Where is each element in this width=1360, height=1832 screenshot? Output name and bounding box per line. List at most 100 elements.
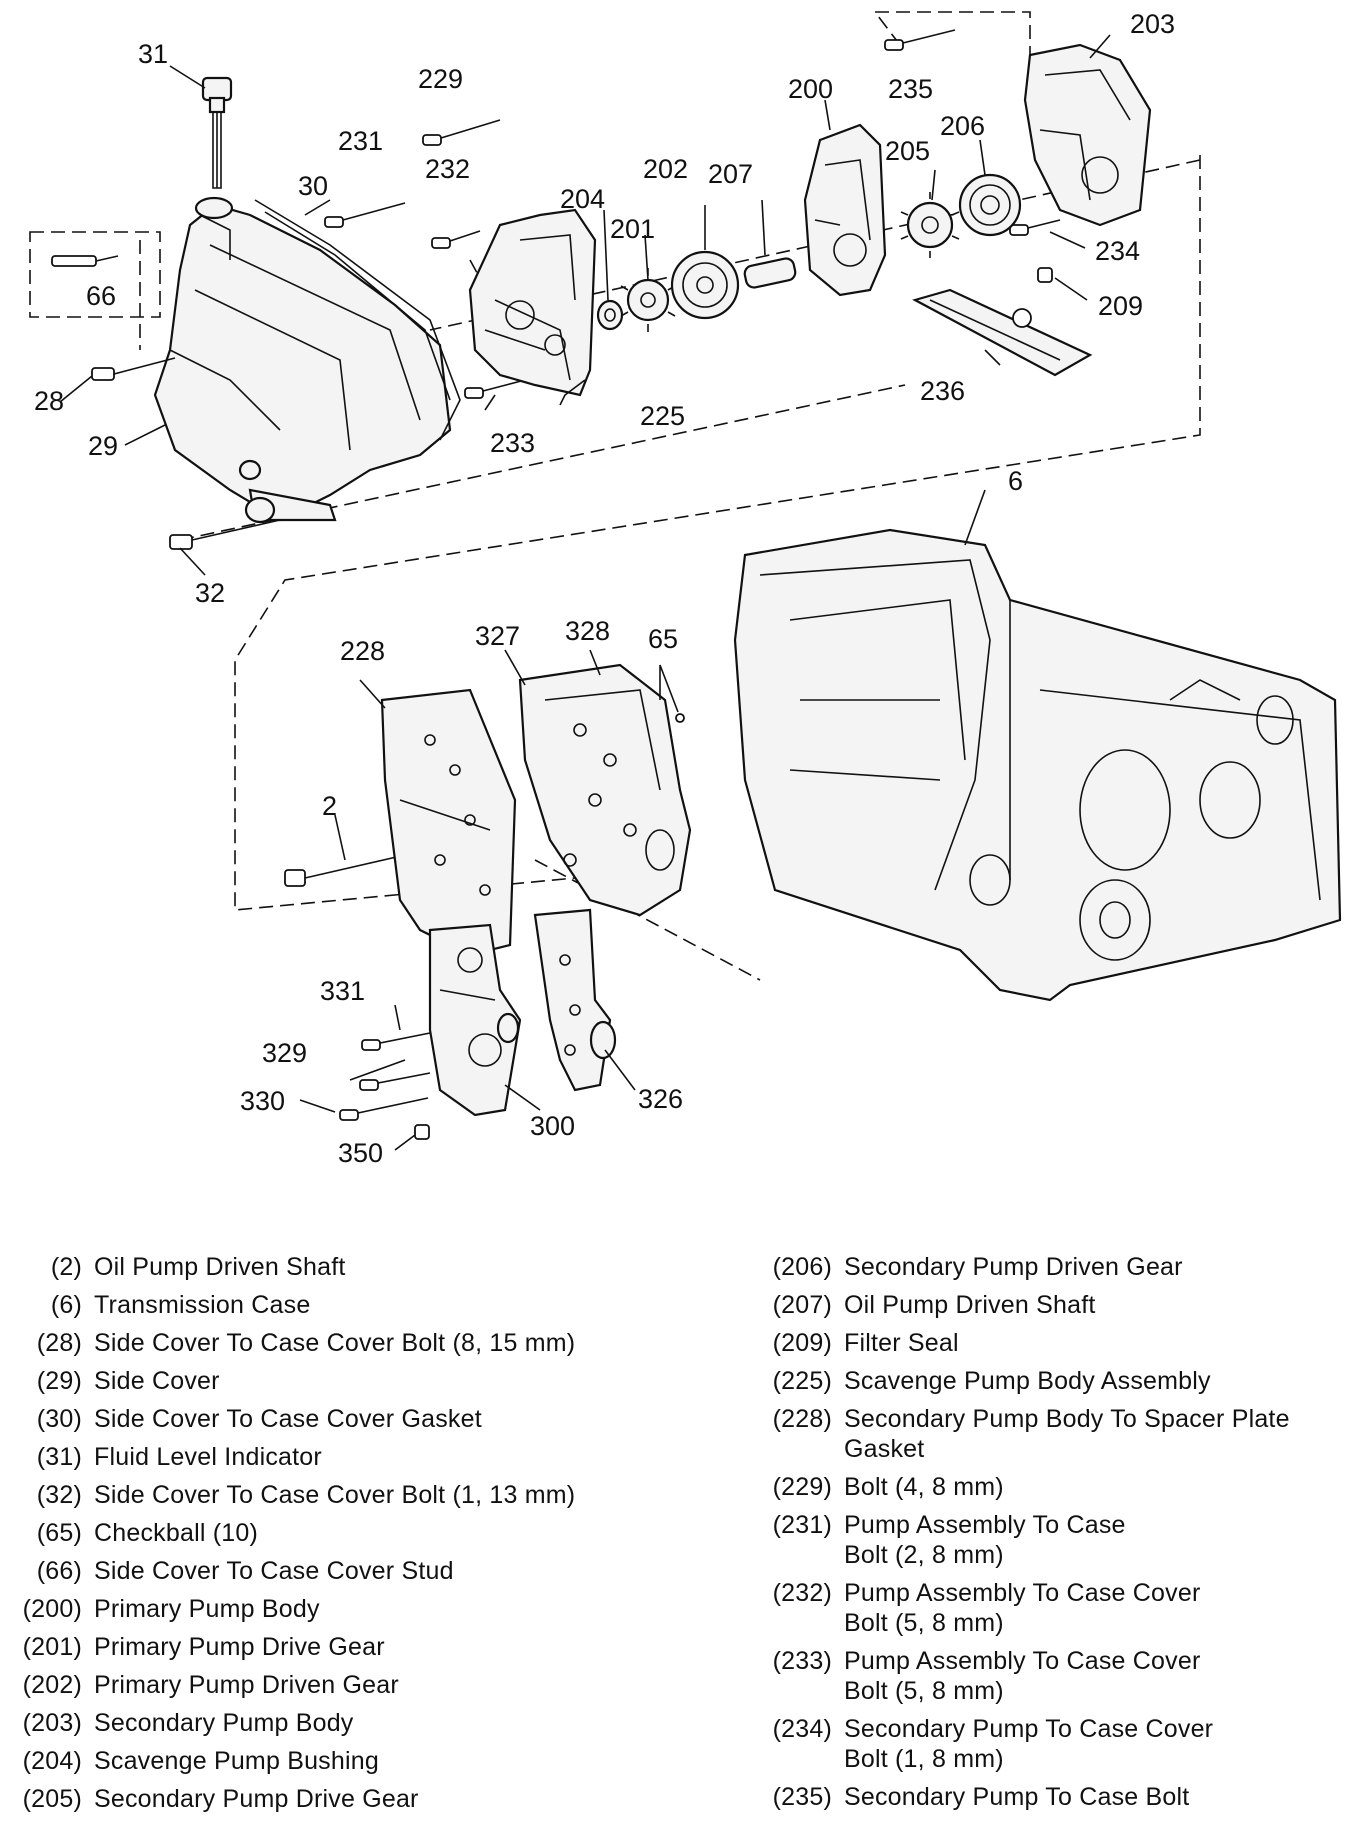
callout-235: 235 <box>888 74 933 104</box>
legend-item-description: Primary Pump Drive Gear <box>94 1633 385 1661</box>
legend-item-description: Filter Seal <box>844 1329 959 1357</box>
legend-item-code: (232) <box>772 1579 832 1607</box>
legend-item: (66)Side Cover To Case Cover Stud <box>0 1556 740 1586</box>
legend-item-description: Side Cover To Case Cover Stud <box>94 1557 454 1585</box>
bolts <box>91 29 1061 1140</box>
legend-item: (28) Side Cover To Case Cover Bolt (8, 15… <box>0 1328 740 1358</box>
scavenge-pump-bushing <box>596 299 624 331</box>
legend-item-code: (30) <box>36 1405 82 1433</box>
callout-28: 28 <box>34 386 64 416</box>
legend-item-code: (2) <box>50 1253 82 1281</box>
callout-204: 204 <box>560 184 605 214</box>
callout-29: 29 <box>88 431 118 461</box>
callout-207: 207 <box>708 159 753 189</box>
side-cover <box>153 196 452 524</box>
legend-item-code: (228) <box>772 1405 832 1433</box>
scavenge-pump-body <box>468 208 597 397</box>
side-cover-gasket <box>254 199 461 441</box>
legend-right-column: (206)Secondary Pump Driven Gear (207)Oil … <box>742 1252 1354 1820</box>
legend-item: (2) Oil Pump Driven Shaft <box>0 1252 740 1282</box>
primary-driven-gear <box>670 250 740 320</box>
callout-6: 6 <box>1008 466 1023 496</box>
legend-item: (228) Secondary Pump Body To Spacer Plate… <box>742 1404 1354 1464</box>
callout-350: 350 <box>338 1138 383 1168</box>
callout-65: 65 <box>648 624 678 654</box>
callout-206: 206 <box>940 111 985 141</box>
legend-item-code: (6) <box>50 1291 82 1319</box>
stud-box <box>29 231 161 318</box>
callout-201: 201 <box>610 214 655 244</box>
legend-item: (206)Secondary Pump Driven Gear <box>742 1252 1354 1282</box>
legend-item-code: (203) <box>22 1709 82 1737</box>
legend-left-column: (2) Oil Pump Driven Shaft (6) Transmission … <box>0 1252 740 1822</box>
legend-item: (204)Scavenge Pump Bushing <box>0 1746 740 1776</box>
callout-329: 329 <box>262 1038 307 1068</box>
legend-item-description: Pump Assembly To Case Cover Bolt (5, 8 m… <box>844 1647 1201 1705</box>
legend-item-description: Side Cover To Case Cover Bolt (1, 13 mm) <box>94 1481 576 1509</box>
callout-31: 31 <box>138 39 168 69</box>
legend-item-description: Oil Pump Driven Shaft <box>844 1291 1096 1319</box>
legend-item-code: (200) <box>22 1595 82 1623</box>
legend-item: (232) Pump Assembly To Case Cover Bolt (5… <box>742 1578 1354 1638</box>
callout-232: 232 <box>425 154 470 184</box>
legend-item-description: Secondary Pump Drive Gear <box>94 1785 419 1813</box>
legend-item-description: Oil Pump Driven Shaft <box>94 1253 346 1281</box>
legend-item-description: Pump Assembly To Case Cover Bolt (5, 8 m… <box>844 1579 1201 1637</box>
legend-item-code: (205) <box>22 1785 82 1813</box>
callout-229: 229 <box>418 64 463 94</box>
legend-item: (235) Secondary Pump To Case Bolt <box>742 1782 1354 1812</box>
legend-item-description: Secondary Pump Body To Spacer Plate Gask… <box>844 1405 1290 1463</box>
legend-item: (6) Transmission Case <box>0 1290 740 1320</box>
legend-item-description: Fluid Level Indicator <box>94 1443 322 1471</box>
legend-item: (30)Side Cover To Case Cover Gasket <box>0 1404 740 1434</box>
legend-item: (200)Primary Pump Body <box>0 1594 740 1624</box>
legend-item-description: Secondary Pump To Case Bolt <box>844 1783 1190 1811</box>
legend-item: (233)Pump Assembly To Case Cover Bolt (5… <box>742 1646 1354 1706</box>
callout-327: 327 <box>475 621 520 651</box>
legend-item-description: Primary Pump Driven Gear <box>94 1671 399 1699</box>
valve-body-plate <box>518 663 692 917</box>
legend-item-description: Checkball (10) <box>94 1519 258 1547</box>
legend-item-code: (28) <box>36 1329 82 1357</box>
callout-331: 331 <box>320 976 365 1006</box>
legend-item-description: Scavenge Pump Bushing <box>94 1747 379 1775</box>
secondary-pump-body <box>1023 43 1152 227</box>
plate-326 <box>533 908 617 1092</box>
legend-item: (225)Scavenge Pump Body Assembly <box>742 1366 1354 1396</box>
legend-item-code: (29) <box>36 1367 82 1395</box>
legend-item: (207)Oil Pump Driven Shaft <box>742 1290 1354 1320</box>
callout-328: 328 <box>565 616 610 646</box>
legend-item-description: Transmission Case <box>94 1291 311 1319</box>
legend-item: (205) Secondary Pump Drive Gear <box>0 1784 740 1814</box>
legend-item-description: Secondary Pump To Case Cover Bolt (1, 8 … <box>844 1715 1214 1773</box>
legend-item: (29)Side Cover <box>0 1366 740 1396</box>
legend-item-code: (32) <box>36 1481 82 1509</box>
legend-item-code: (202) <box>22 1671 82 1699</box>
callout-66: 66 <box>86 281 116 311</box>
leader-lines <box>59 34 1111 1151</box>
callout-32: 32 <box>195 578 225 608</box>
callout-231: 231 <box>338 126 383 156</box>
legend-item-code: (231) <box>772 1511 832 1539</box>
primary-drive-gear <box>620 268 676 332</box>
secondary-driven-gear <box>958 173 1022 237</box>
callout-205: 205 <box>885 136 930 166</box>
legend-item: (231)Pump Assembly To Case Bolt (2, 8 mm… <box>742 1510 1354 1570</box>
legend-item-description: Secondary Pump Body <box>94 1709 354 1737</box>
callout-203: 203 <box>1130 9 1175 39</box>
callout-225: 225 <box>640 401 685 431</box>
legend-item-description: Side Cover To Case Cover Bolt (8, 15 mm) <box>94 1329 576 1357</box>
legend-item-code: (206) <box>772 1253 832 1281</box>
callout-202: 202 <box>643 154 688 184</box>
parts-legend: (2) Oil Pump Driven Shaft (6) Transmission … <box>0 1252 1360 1822</box>
legend-item-description: Scavenge Pump Body Assembly <box>844 1367 1211 1395</box>
legend-item: (203) Secondary Pump Body <box>0 1708 740 1738</box>
callout-200: 200 <box>788 74 833 104</box>
legend-item: (234)Secondary Pump To Case Cover Bolt (… <box>742 1714 1354 1774</box>
callout-30: 30 <box>298 171 328 201</box>
legend-item-code: (229) <box>772 1473 832 1501</box>
legend-item-code: (235) <box>772 1783 832 1811</box>
callout-228: 228 <box>340 636 385 666</box>
legend-item: (32) Side Cover To Case Cover Bolt (1, 13… <box>0 1480 740 1510</box>
oil-pump-driven-shaft-207 <box>743 257 797 289</box>
